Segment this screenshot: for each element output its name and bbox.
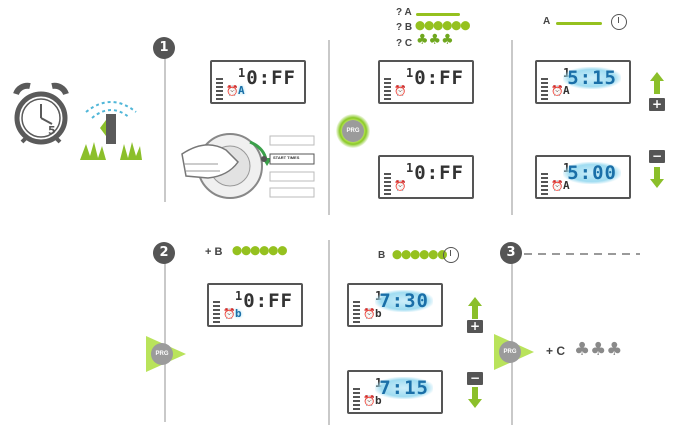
lcd-step2-b: ⏰ 1 b 7:30 — [347, 283, 443, 327]
lcd-program-letter: A — [563, 84, 570, 97]
label-b: B — [378, 250, 386, 261]
program-b-dots: ⬤⬤⬤⬤⬤⬤ — [392, 250, 447, 260]
clock-icon: ⏰ — [226, 86, 239, 97]
lcd-step1-c: ⏰ 1 0:FF — [378, 155, 474, 199]
arrow-down-icon — [654, 167, 660, 179]
prg-button[interactable]: PRG — [151, 343, 173, 365]
clock-icon: ⏰ — [363, 396, 376, 407]
clock-number: 5 — [48, 124, 56, 137]
lcd-digits: 7:30 — [375, 290, 433, 312]
clock-icon: ⏰ — [223, 309, 236, 320]
alarm-clock-icon — [13, 82, 69, 145]
clock-icon: ⏰ — [551, 86, 564, 97]
dial-icon — [181, 133, 315, 199]
lcd-digits: 7:15 — [375, 377, 433, 399]
step3-dashed-line — [524, 253, 640, 255]
sprinkler-icon — [80, 101, 142, 160]
step-3-badge: 3 — [500, 242, 522, 264]
lcd-bars — [541, 78, 548, 102]
lcd-bars — [353, 388, 360, 412]
label-question-b: ? B — [396, 22, 413, 33]
clock-icon — [611, 14, 627, 30]
label-plus-c: + C — [546, 344, 566, 358]
dial-label-start-times: START TIMES — [273, 155, 300, 160]
lcd-step1-e: ⏰ 1 A 5:00 — [535, 155, 631, 199]
lcd-digits: 0:FF — [243, 290, 293, 312]
lcd-step1-b: ⏰ 1 0:FF — [378, 60, 474, 104]
divider-mid-top — [328, 40, 330, 215]
lcd-program-letter: A — [563, 179, 570, 192]
program-b-dots: ⬤⬤⬤⬤⬤⬤ — [232, 246, 287, 256]
step-2-badge: 2 — [153, 242, 175, 264]
tree-icon: ♣♣♣ — [416, 32, 454, 48]
label-plus-b: + B — [205, 246, 223, 258]
lcd-program-letter: b — [375, 307, 382, 320]
prg-button[interactable]: PRG — [499, 341, 521, 363]
lcd-digits: 5:15 — [563, 67, 621, 89]
lcd-program-letter: A — [238, 84, 245, 97]
arrow-up-icon — [472, 305, 478, 319]
step-1-badge: 1 — [153, 37, 175, 59]
program-a-line — [556, 22, 602, 25]
arrow-up-head — [468, 297, 482, 306]
lcd-program-letter: b — [235, 307, 242, 320]
divider-mid-bottom — [328, 240, 330, 425]
arrow-down-head — [650, 179, 664, 188]
arrow-down-icon — [472, 387, 478, 399]
lcd-step1-d: ⏰ 1 A 5:15 — [535, 60, 631, 104]
lcd-bars — [216, 78, 223, 102]
lcd-program-number: 1 — [238, 66, 246, 80]
arrow-up-head — [650, 72, 664, 81]
clock-icon: ⏰ — [363, 309, 376, 320]
lcd-step2-c: ⏰ 1 b 7:15 — [347, 370, 443, 414]
divider-left-top — [164, 52, 166, 202]
lcd-step1-a: ⏰ 1 A 0:FF — [210, 60, 306, 104]
label-question-a: ? A — [396, 7, 412, 18]
arrow-up-icon — [654, 80, 660, 94]
lcd-bars — [384, 173, 391, 197]
lcd-bars — [541, 173, 548, 197]
lcd-bars — [353, 301, 360, 325]
lcd-digits: 0:FF — [246, 67, 296, 89]
lcd-bars — [213, 301, 220, 325]
minus-button[interactable]: − — [467, 372, 483, 385]
minus-button[interactable]: − — [649, 150, 665, 163]
clock-icon: ⏰ — [394, 181, 407, 192]
program-a-line — [416, 13, 460, 16]
prg-button[interactable]: PRG — [342, 120, 364, 142]
label-question-c: ? C — [396, 38, 413, 49]
lcd-step2-a: ⏰ 1 b 0:FF — [207, 283, 303, 327]
clock-icon: ⏰ — [551, 181, 564, 192]
arrow-down-head — [468, 399, 482, 408]
lcd-digits: 5:00 — [563, 162, 621, 184]
lcd-program-number: 1 — [406, 161, 414, 175]
label-a: A — [543, 16, 551, 27]
lcd-bars — [384, 78, 391, 102]
program-b-dots: ⬤⬤⬤⬤⬤⬤ — [415, 21, 470, 31]
lcd-digits: 0:FF — [414, 162, 464, 184]
clock-icon — [443, 247, 459, 263]
lcd-program-letter: b — [375, 394, 382, 407]
tree-icon: ♣♣♣ — [574, 339, 623, 360]
plus-button[interactable]: + — [649, 98, 665, 111]
lcd-digits: 0:FF — [414, 67, 464, 89]
clock-icon: ⏰ — [394, 86, 407, 97]
lcd-program-number: 1 — [406, 66, 414, 80]
lcd-program-number: 1 — [235, 289, 243, 303]
divider-right-top — [511, 40, 513, 215]
plus-button[interactable]: + — [467, 320, 483, 333]
